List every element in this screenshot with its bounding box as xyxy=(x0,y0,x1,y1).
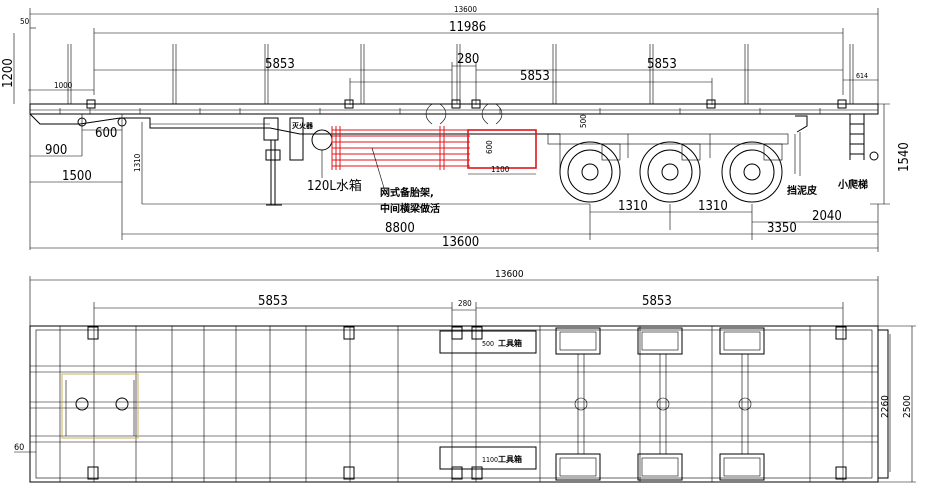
dim-overall-bottom: 13600 xyxy=(442,235,479,250)
fire-label: 灭火器 xyxy=(291,121,314,130)
toolbox-side xyxy=(467,129,537,169)
dim-box-h: 600 xyxy=(485,140,494,154)
axles-top xyxy=(555,327,765,481)
spare-rack-label-2: 中间横梁做活 xyxy=(380,202,440,215)
spare-rack-label-1: 网式备胎架, xyxy=(380,186,434,199)
dim-gap: 280 xyxy=(457,52,479,67)
dim-left-span: 5853 xyxy=(265,57,295,72)
ladder-label: 小爬梯 xyxy=(837,178,868,191)
dim-front-top: 50 xyxy=(20,17,30,26)
side-view: 13600 11986 5853 280 5853 5853 1200 50 1… xyxy=(1,5,912,252)
top-dim-outer-width: 2500 xyxy=(902,395,913,418)
toolbox-2-size: 1100 xyxy=(482,456,498,464)
water-tank-label: 120L水箱 xyxy=(307,178,362,194)
dim-box-w: 1100 xyxy=(491,165,510,174)
dim-right-small: 614 xyxy=(856,72,868,80)
toolbox-1-size: 500 xyxy=(482,340,494,348)
top-dim-left-small: 60 xyxy=(14,443,24,453)
fire-extinguisher-box xyxy=(289,117,304,161)
kingpin-plate xyxy=(61,373,139,439)
dim-height-total: 1540 xyxy=(897,142,912,172)
toolbox-2-label: 工具箱 xyxy=(498,454,522,464)
dim-overall-top: 13600 xyxy=(454,5,477,14)
dim-neck-height: 1310 xyxy=(133,153,142,172)
top-dim-left-span: 5853 xyxy=(258,294,288,309)
dim-front-a: 900 xyxy=(45,143,67,158)
water-tank xyxy=(311,129,333,151)
toolbox-1-label: 工具箱 xyxy=(498,338,522,348)
dim-rear-total: 3350 xyxy=(767,221,797,236)
dim-rear-overhang: 2040 xyxy=(812,209,842,224)
dim-axle-2: 1310 xyxy=(698,199,728,214)
dim-kingpin: 600 xyxy=(95,126,117,141)
top-dim-right-span: 5853 xyxy=(642,294,672,309)
dim-axle-1: 1310 xyxy=(618,199,648,214)
top-dim-overall: 13600 xyxy=(495,269,524,280)
dim-tank-h: 500 xyxy=(579,114,588,128)
spare-tire-rack xyxy=(331,126,470,170)
top-dim-gap: 280 xyxy=(458,299,472,308)
mudguard xyxy=(795,115,808,133)
toolbox-top-2 xyxy=(439,446,537,470)
dim-wheelbase: 8800 xyxy=(385,221,415,236)
top-view: 13600 5853 280 5853 xyxy=(14,269,916,483)
dim-right-span: 5853 xyxy=(647,57,677,72)
dim-front-b: 1500 xyxy=(62,169,92,184)
mudguard-label: 挡泥皮 xyxy=(787,184,817,197)
top-dim-inner-width: 2260 xyxy=(880,395,891,418)
ladder xyxy=(849,114,865,160)
dim-stake-span: 11986 xyxy=(449,20,486,35)
dim-stake-height: 1200 xyxy=(1,58,16,88)
dim-middle-span: 5853 xyxy=(520,69,550,84)
landing-gear xyxy=(263,117,282,206)
wheels-side xyxy=(547,133,796,203)
toolbox-top-1 xyxy=(439,330,537,354)
dim-front-offset: 1000 xyxy=(54,81,73,90)
